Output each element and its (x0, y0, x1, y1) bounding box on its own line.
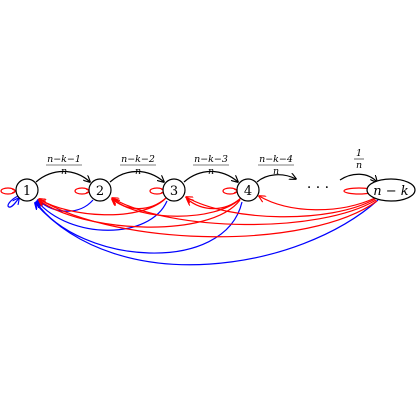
edge-label-4-dots: n−k−4 n (258, 154, 294, 177)
ellipsis: · · · (307, 180, 329, 196)
edge-label-1-2: n−k−1 n (46, 154, 82, 177)
forward-edge-2-3 (109, 171, 164, 183)
node-4-label: 4 (244, 184, 252, 199)
node-nk-label: n − k (373, 184, 409, 199)
forward-edge-3-4 (183, 171, 238, 183)
edge-label-dots-nk-denominator: n (356, 160, 362, 171)
node-2: 2 (88, 178, 112, 202)
edge-label-2-3: n−k−2 n (120, 154, 156, 177)
back-edge-4-to-2 (113, 199, 241, 217)
edge-label-4-dots-denominator: n (273, 166, 279, 177)
forward-edge-dots-nk (339, 173, 377, 182)
forward-edges (35, 171, 377, 183)
back-edge-nk-to-1 (39, 199, 378, 238)
node-3: 3 (162, 178, 186, 202)
edge-label-1-2-numerator: n−k−1 (47, 154, 81, 165)
edge-label-3-4-denominator: n (208, 166, 214, 177)
edge-label-4-dots-numerator: n−k−4 (259, 154, 293, 165)
edge-label-3-4: n−k−3 n (193, 154, 229, 177)
self-loop-1-arrow (11, 188, 18, 194)
node-3-label: 3 (170, 184, 178, 199)
node-4: 4 (236, 178, 260, 202)
edge-label-dots-nk-numerator: 1 (356, 148, 362, 159)
back-edges-red (39, 196, 378, 238)
node-nk: n − k (366, 178, 416, 202)
back-edge-nk-to-3 (186, 197, 376, 218)
edge-labels: n−k−1 n n−k−2 n n−k−3 n n−k−4 n 1 n (46, 148, 364, 177)
self-loop-1-blue (7, 195, 19, 208)
node-2-label: 2 (96, 184, 104, 199)
back-edge-3-to-1 (39, 199, 166, 216)
node-1: 1 (15, 178, 39, 202)
edge-label-dots-nk: 1 n (354, 148, 364, 171)
node-1-label: 1 (23, 184, 31, 199)
edge-label-2-3-numerator: n−k−2 (121, 154, 155, 165)
edge-label-3-4-numerator: n−k−3 (194, 154, 228, 165)
nodes: 1 2 3 4 n − k (15, 178, 416, 202)
back-edge-4-to-1 (36, 202, 243, 254)
back-edge-3-to-1 (37, 201, 168, 231)
edge-label-2-3-denominator: n (135, 166, 141, 177)
back-edge-nk-to-2 (112, 198, 377, 226)
back-edge-4-to-1 (39, 200, 241, 228)
forward-edge-1-2 (35, 171, 90, 183)
edge-label-1-2-denominator: n (61, 166, 67, 177)
forward-edge-4-dots (256, 175, 296, 183)
back-edge-nk-to-1 (35, 199, 379, 266)
back-edge-nk-to-4 (259, 196, 376, 211)
back-edges-blue (7, 195, 379, 266)
